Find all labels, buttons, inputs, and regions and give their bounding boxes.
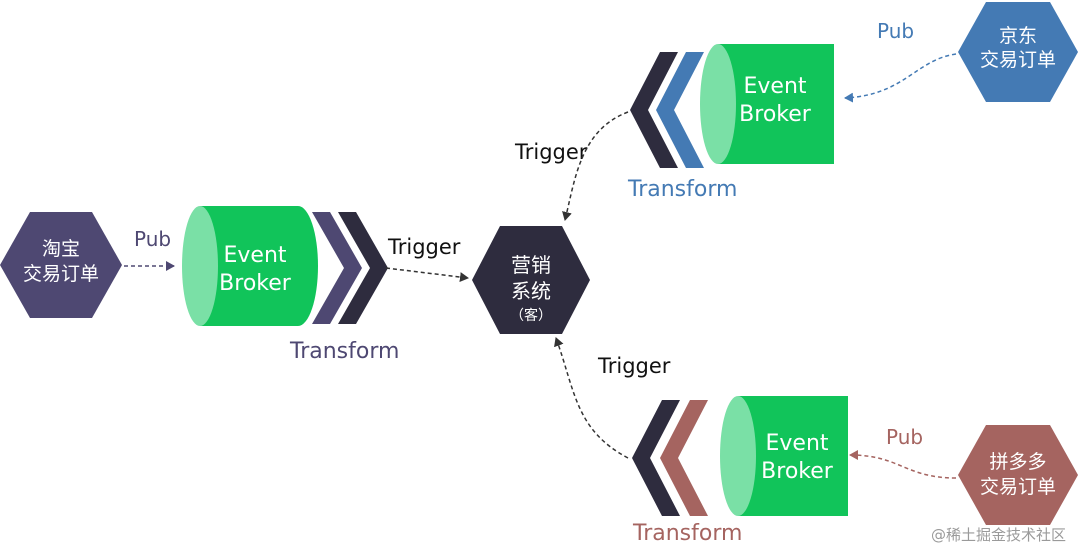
bottom-event-broker: Event Broker [720,396,848,516]
bottom-trigger-label: Trigger [597,354,671,378]
bottom-transform-chevron-2 [660,400,708,516]
pdd-label-line2: 交易订单 [980,476,1056,498]
left-trigger-label: Trigger [387,235,461,259]
pdd-pub-arrow [849,450,957,479]
center-line2: 系统 [511,279,551,303]
left-trigger-arrow [385,267,469,282]
taobao-label-line2: 交易订单 [23,263,99,285]
top-broker-line2: Broker [739,102,812,127]
top-event-broker: Event Broker [700,44,834,164]
bottom-broker-line2: Broker [761,459,834,484]
bottom-trigger-arrow [554,337,629,459]
top-trigger-label: Trigger [514,140,588,164]
taobao-label-line1: 淘宝 [42,238,80,260]
left-broker-line2: Broker [219,271,292,296]
top-transform-label: Transform [627,177,737,202]
marketing-system-node: 营销 系统 （客） [472,226,590,334]
taobao-pub-label: Pub [134,227,171,251]
bottom-transform-label: Transform [632,521,742,546]
pdd-label-line1: 拼多多 [989,451,1046,473]
bottom-broker-line1: Event [765,431,828,456]
watermark: @稀土掘金技术社区 [931,526,1066,544]
jd-pub-label: Pub [877,19,914,43]
pdd-source-node: 拼多多 交易订单 [958,425,1078,525]
left-broker-line1: Event [223,243,286,268]
jd-label-line2: 交易订单 [980,49,1056,71]
top-trigger-arrow [562,111,629,221]
center-line1: 营销 [511,253,551,277]
left-transform-chevron-1 [312,212,362,324]
jd-source-node: 京东 交易订单 [958,2,1078,102]
left-transform-label: Transform [289,339,399,364]
taobao-source-node: 淘宝 交易订单 [0,212,122,318]
jd-pub-arrow [844,53,957,103]
left-transform-chevron-2 [338,212,388,324]
top-broker-line1: Event [743,74,806,99]
bottom-transform-chevron-1 [632,400,680,516]
top-transform-chevron-1 [630,52,678,168]
top-transform-chevron-2 [656,52,704,168]
pdd-pub-label: Pub [886,425,923,449]
jd-label-line1: 京东 [999,25,1037,47]
left-event-broker: Event Broker [182,206,318,326]
center-line3: （客） [510,307,552,324]
